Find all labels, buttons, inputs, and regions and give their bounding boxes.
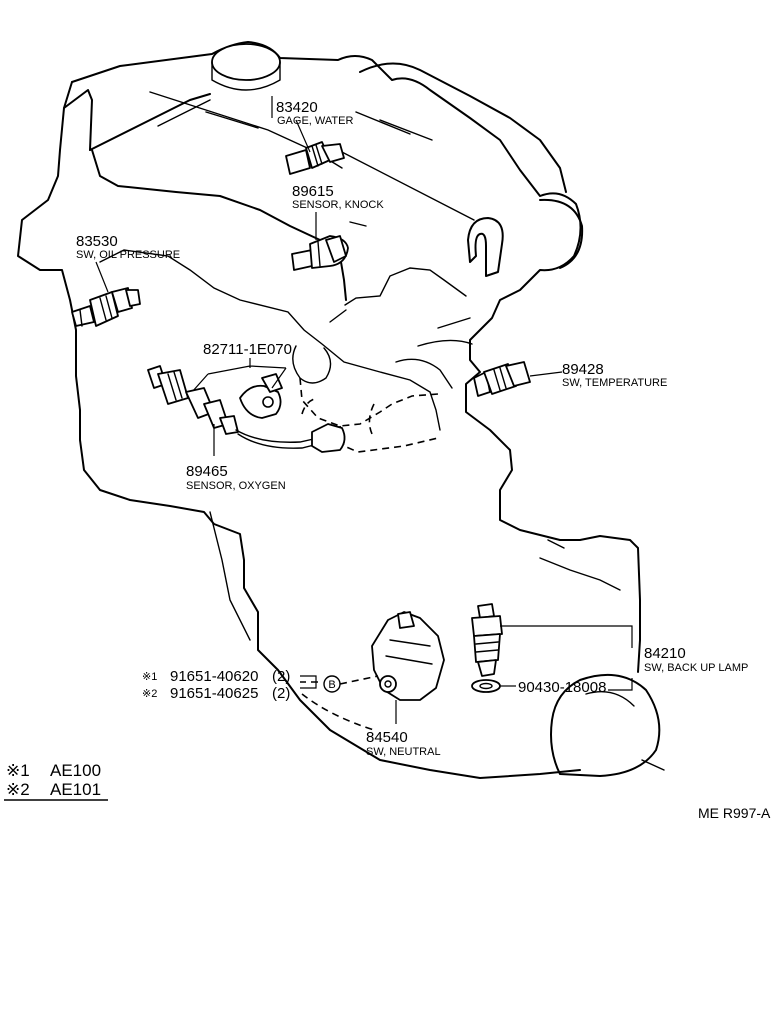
callout-b-dash [339, 675, 379, 685]
label-89465: 89465 SENSOR, OXYGEN [186, 463, 286, 492]
bolt-mark-2: ※2 [142, 688, 157, 700]
callout-b-circle [323, 675, 341, 693]
part-name-89615: SENSOR, KNOCK [292, 199, 384, 211]
leader-83420 [271, 96, 311, 153]
part-number-89428: 89428 [562, 361, 604, 378]
leader-89428 [529, 371, 563, 377]
part-number-84210: 84210 [644, 645, 686, 662]
neutral-switch [371, 611, 445, 701]
engine-outline [17, 41, 665, 779]
legend-model-1: AE100 [50, 761, 101, 780]
part-name-83530: SW, OIL PRESSURE [76, 249, 180, 261]
part-name-83420: GAGE, WATER [277, 115, 353, 127]
part-number-83530: 83530 [76, 233, 118, 250]
clamp-82711 [239, 373, 283, 419]
temperature-switch [473, 361, 531, 397]
label-82711: 82711-1E070 [203, 341, 292, 358]
bolt-row-2: ※2 91651-40625 (2) [142, 685, 290, 702]
bolt-number-2: 91651-40625 [170, 685, 258, 702]
label-84210: 84210 SW, BACK UP LAMP [644, 645, 748, 674]
oil-pressure-switch [71, 287, 141, 327]
leader-84210 [500, 625, 633, 691]
label-89428: 89428 SW, TEMPERATURE [562, 361, 667, 389]
leader-83530 [95, 261, 109, 293]
diagram-reference: ME R997-A [698, 805, 771, 821]
part-number-89465: 89465 [186, 463, 228, 480]
back-up-lamp-switch [471, 603, 503, 677]
part-name-84210: SW, BACK UP LAMP [644, 662, 748, 674]
bolt-mark-1: ※1 [142, 671, 157, 683]
part-name-84540: SW, NEUTRAL [366, 746, 441, 758]
part-number-90430: 90430-18008 [518, 679, 606, 696]
label-83420: 83420 GAGE, WATER [276, 99, 353, 127]
water-gage-sensor [285, 141, 345, 175]
label-84540: 84540 SW, NEUTRAL [366, 729, 441, 758]
gasket-90430 [471, 679, 501, 693]
part-name-89428: SW, TEMPERATURE [562, 377, 667, 389]
oxygen-sensor [147, 365, 346, 453]
legend-model-2: AE101 [50, 780, 101, 799]
bolt-row-1: ※1 91651-40620 (2) [142, 668, 290, 685]
leader-82711 [191, 358, 287, 393]
legend: ※1 AE100 ※2 AE101 [4, 761, 108, 801]
legend-mark-1: ※1 [6, 761, 30, 780]
knock-sensor [291, 235, 349, 271]
bolt-qty-2: (2) [272, 685, 290, 702]
part-number-89615: 89615 [292, 183, 334, 200]
label-90430: 90430-18008 [518, 679, 606, 696]
label-83530: 83530 SW, OIL PRESSURE [76, 233, 180, 261]
part-number-84540: 84540 [366, 729, 408, 746]
label-89615: 89615 SENSOR, KNOCK [292, 183, 384, 211]
leader-bolt-dash [300, 681, 375, 731]
part-number-82711: 82711-1E070 [203, 341, 292, 358]
part-name-89465: SENSOR, OXYGEN [186, 480, 286, 492]
part-number-83420: 83420 [276, 99, 318, 116]
bolt-qty-1: (2) [272, 668, 290, 685]
bolt-number-1: 91651-40620 [170, 668, 258, 685]
callout-b-letter: B [328, 679, 335, 691]
legend-mark-2: ※2 [6, 780, 30, 799]
